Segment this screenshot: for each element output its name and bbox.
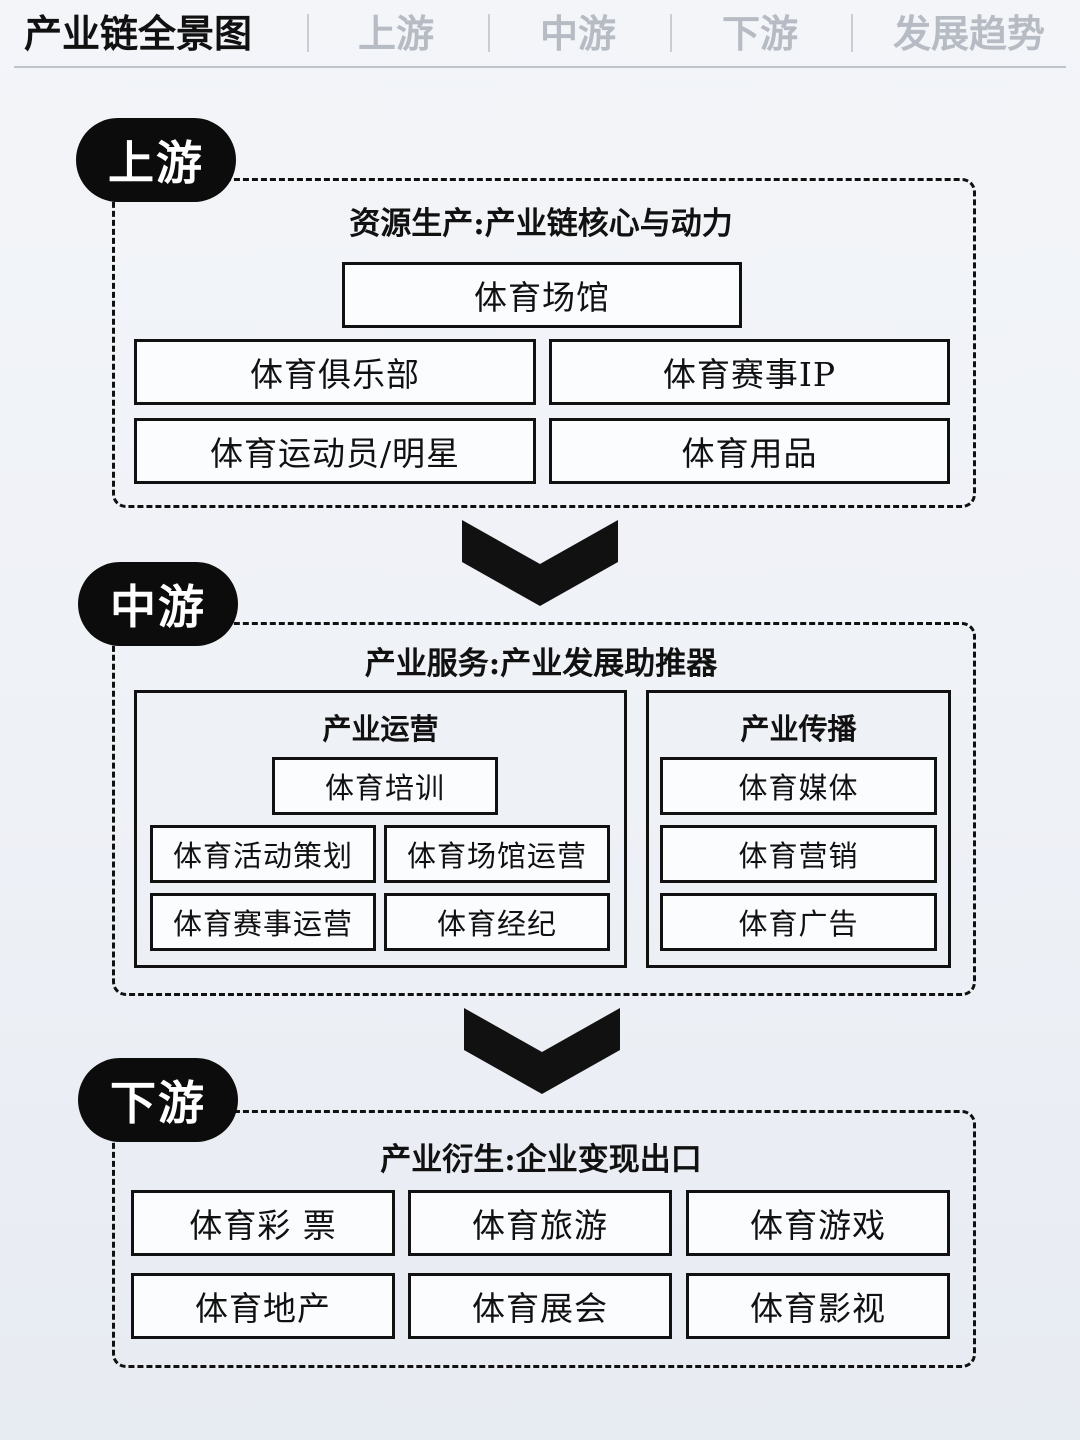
midstream-label: 中游 [78,562,238,646]
node-sports-media: 体育媒体 [660,757,937,815]
nav-underline [14,66,1066,68]
chevron-down-icon [462,520,618,606]
node-sports-exhibition: 体育展会 [408,1273,672,1339]
node-sports-lottery: 体育彩 票 [131,1190,395,1256]
node-sports-real-estate: 体育地产 [131,1273,395,1339]
nav-divider [488,14,490,52]
tab-development-trends[interactable]: 发展趋势 [893,11,1046,56]
tab-upstream[interactable]: 上游 [358,11,435,56]
node-sports-training: 体育培训 [272,757,498,815]
node-venue-operations: 体育场馆运营 [384,825,610,883]
nav-divider [307,14,309,52]
tab-industry-chain-overview[interactable]: 产业链全景图 [24,11,253,56]
downstream-label: 下游 [78,1058,238,1142]
downstream-frame [112,1110,976,1368]
tab-downstream[interactable]: 下游 [722,11,799,56]
midstream-frame [112,622,976,996]
node-sporting-goods: 体育用品 [549,418,950,484]
node-sports-marketing: 体育营销 [660,825,937,883]
nav-divider [670,14,672,52]
upstream-label: 上游 [76,118,236,202]
node-sports-event-ip: 体育赛事IP [549,339,950,405]
node-sports-games: 体育游戏 [686,1190,950,1256]
communication-title: 产业传播 [740,712,857,746]
node-sports-club: 体育俱乐部 [134,339,536,405]
operations-title: 产业运营 [322,712,439,746]
node-sports-tourism: 体育旅游 [408,1190,672,1256]
node-event-planning: 体育活动策划 [150,825,376,883]
operations-group [134,690,627,968]
nav-divider [851,14,853,52]
node-event-operations: 体育赛事运营 [150,893,376,951]
upstream-title: 资源生产:产业链核心与动力 [349,206,733,242]
midstream-title: 产业服务:产业发展助推器 [364,646,718,682]
chevron-down-icon [464,1008,620,1094]
node-sports-advertising: 体育广告 [660,893,937,951]
node-sports-film-tv: 体育影视 [686,1273,950,1339]
upstream-frame [112,178,976,508]
node-athletes-stars: 体育运动员/明星 [134,418,536,484]
communication-group [646,690,951,968]
downstream-title: 产业衍生:企业变现出口 [380,1142,702,1178]
tab-midstream[interactable]: 中游 [540,11,617,56]
node-sports-venue: 体育场馆 [342,262,742,328]
node-sports-brokerage: 体育经纪 [384,893,610,951]
